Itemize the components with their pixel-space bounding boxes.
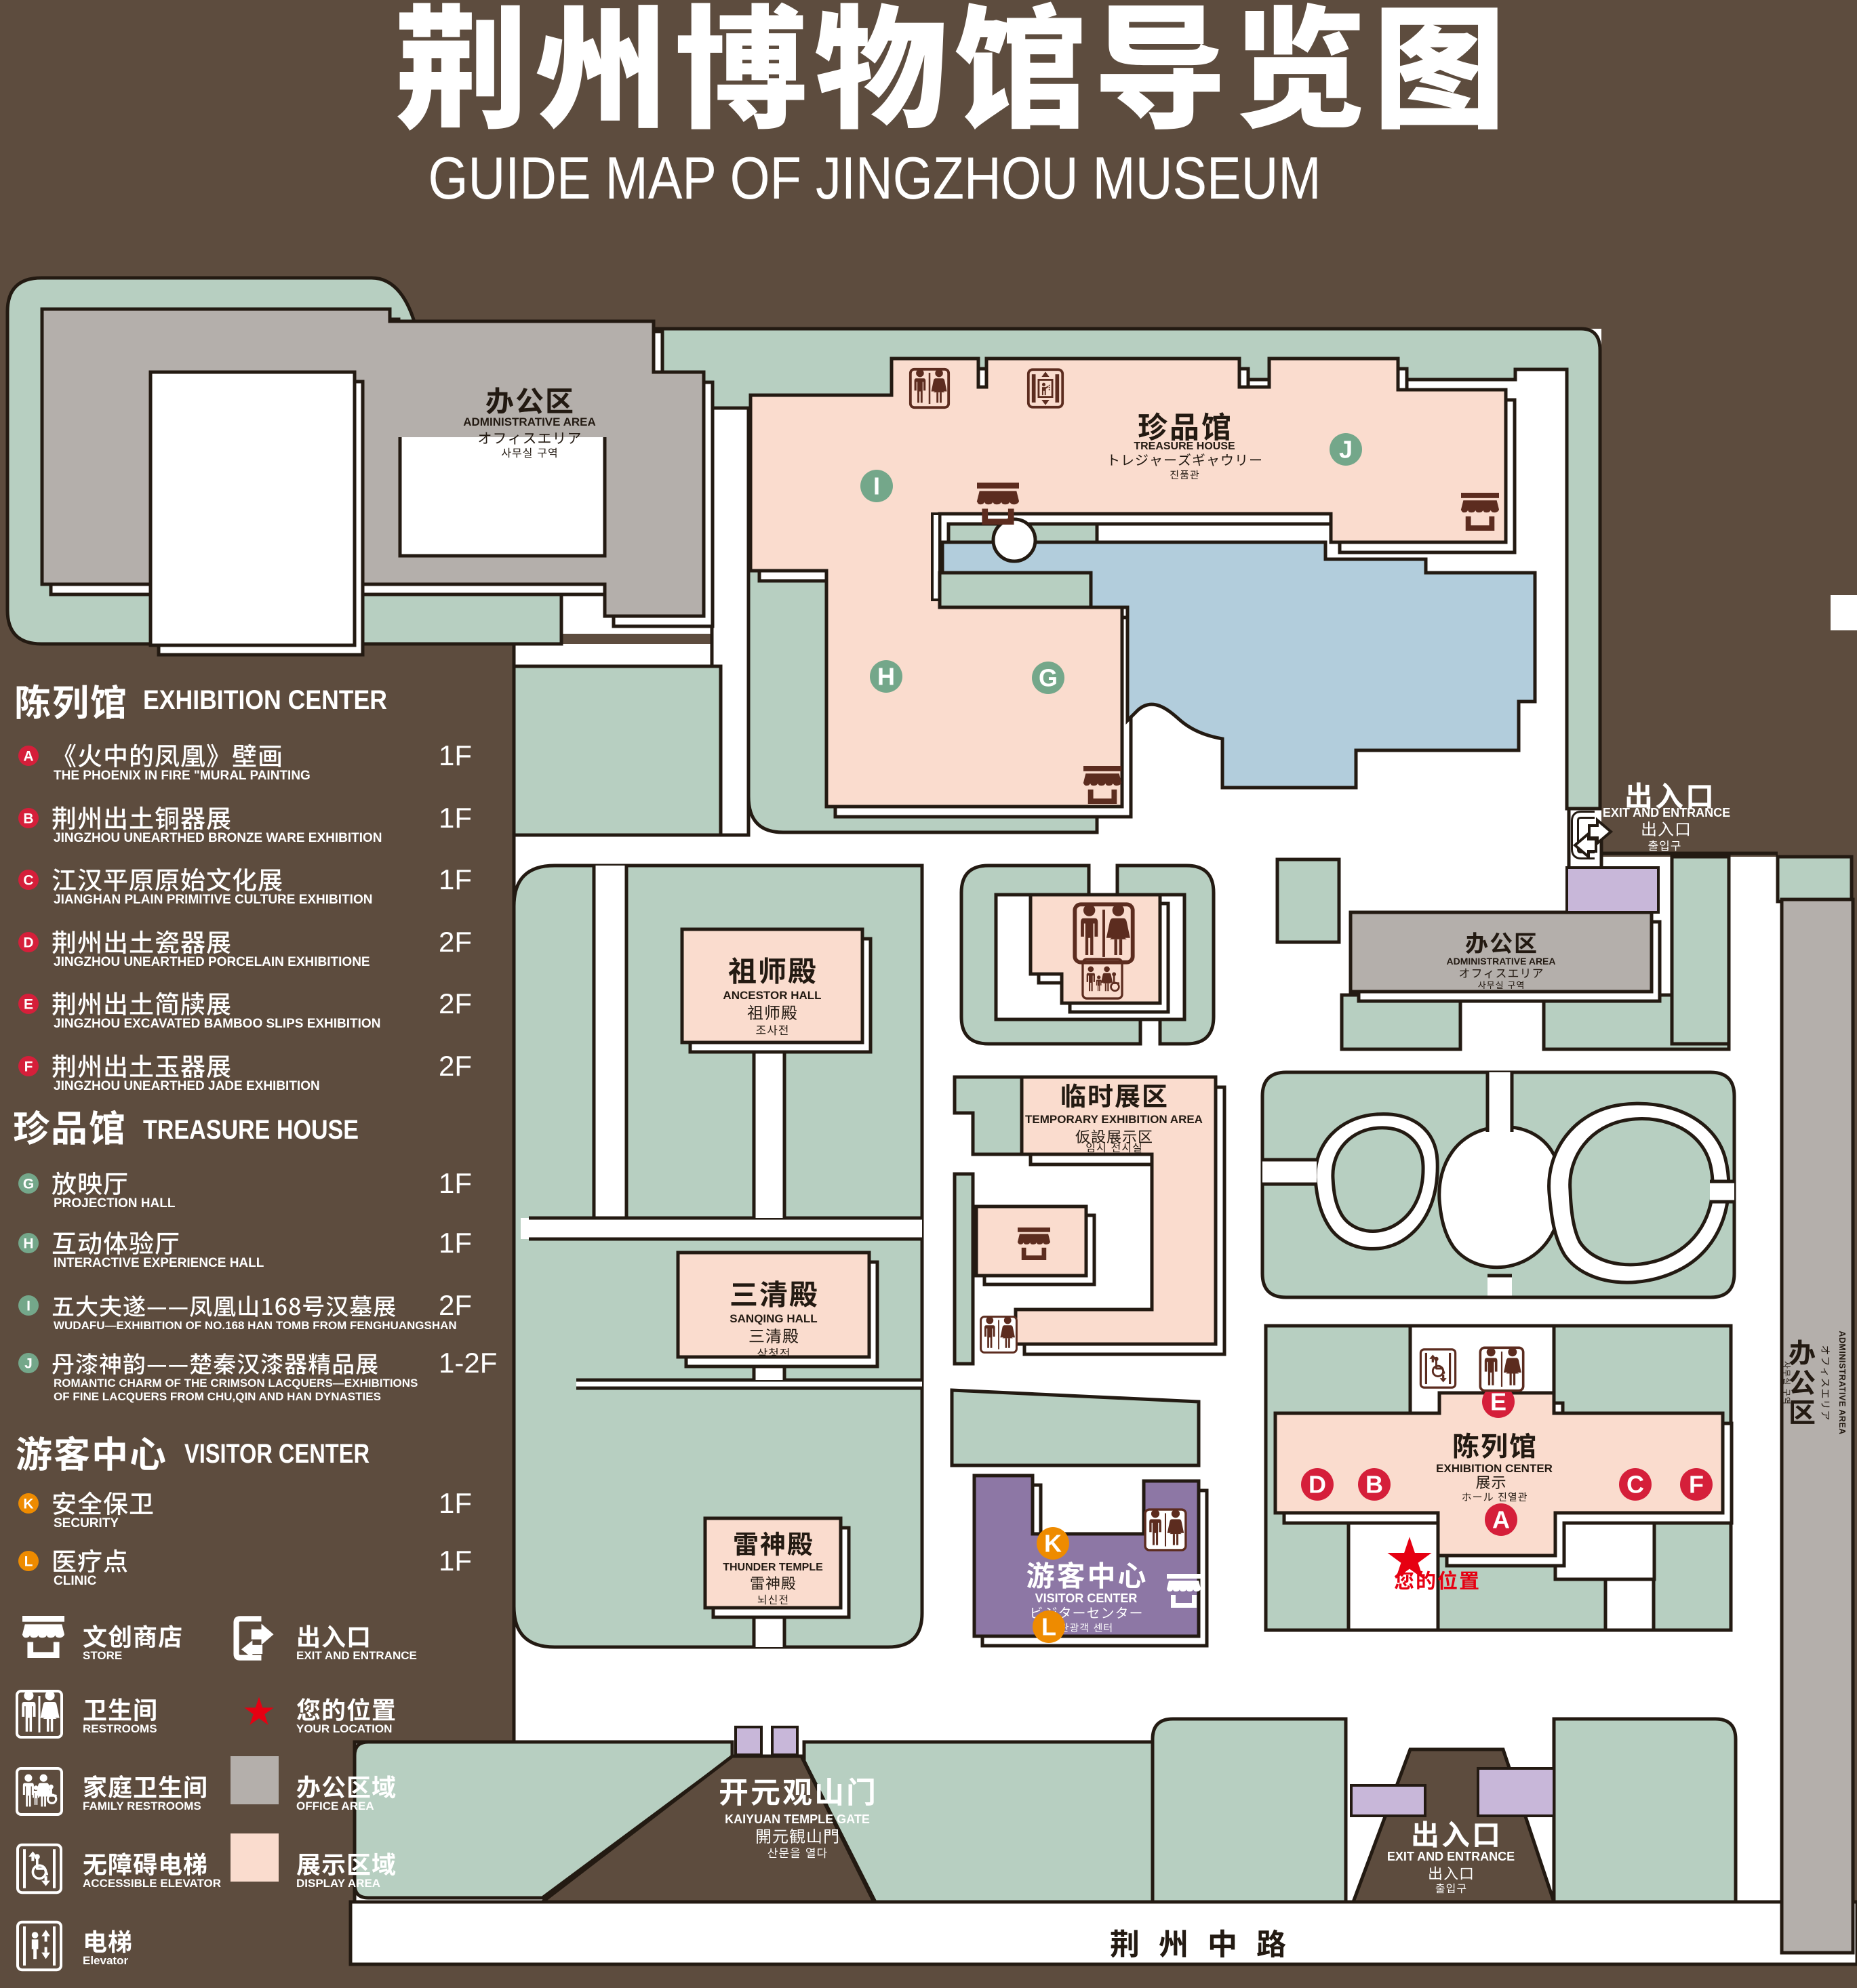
svg-text:JIANGHAN PLAIN PRIMITIVE CULTU: JIANGHAN PLAIN PRIMITIVE CULTURE EXHIBIT… [54, 893, 372, 907]
svg-text:SECURITY: SECURITY [54, 1516, 119, 1530]
svg-text:TREASURE HOUSE: TREASURE HOUSE [1134, 441, 1235, 452]
svg-text:L: L [24, 1554, 33, 1569]
svg-text:B: B [1365, 1471, 1383, 1499]
svg-text:VISITOR CENTER: VISITOR CENTER [1035, 1591, 1138, 1605]
svg-text:TREASURE HOUSE: TREASURE HOUSE [143, 1115, 359, 1145]
svg-text:1F: 1F [439, 802, 472, 834]
svg-text:EXHIBITION CENTER: EXHIBITION CENTER [1436, 1462, 1553, 1475]
svg-text:2F: 2F [439, 1050, 472, 1082]
svg-text:EXHIBITION CENTER: EXHIBITION CENTER [143, 685, 387, 715]
svg-text:Elevator: Elevator [83, 1954, 128, 1967]
svg-text:J: J [1339, 436, 1353, 464]
svg-text:2F: 2F [439, 988, 472, 1019]
svg-text:H: H [23, 1236, 33, 1251]
svg-text:GUIDE MAP OF JINGZHOU MUSEUM: GUIDE MAP OF JINGZHOU MUSEUM [428, 144, 1321, 211]
svg-text:YOUR LOCATION: YOUR LOCATION [296, 1722, 392, 1735]
svg-text:1F: 1F [439, 1167, 472, 1199]
svg-text:K: K [23, 1496, 33, 1512]
svg-text:JINGZHOU UNEARTHED BRONZE WARE: JINGZHOU UNEARTHED BRONZE WARE EXHIBITIO… [54, 831, 382, 845]
svg-text:G: G [1039, 664, 1058, 692]
svg-text:INTERACTIVE EXPERIENCE HALL: INTERACTIVE EXPERIENCE HALL [54, 1256, 264, 1270]
svg-text:ACCESSIBLE ELEVATOR: ACCESSIBLE ELEVATOR [83, 1877, 221, 1890]
svg-text:STORE: STORE [83, 1649, 122, 1662]
svg-text:EXIT AND ENTRANCE: EXIT AND ENTRANCE [1387, 1850, 1515, 1863]
svg-text:1F: 1F [439, 739, 472, 771]
svg-text:JINGZHOU UNEARTHED JADE EXHIBI: JINGZHOU UNEARTHED JADE EXHIBITION [54, 1079, 320, 1093]
svg-text:ADMINISTRATIVE AREA: ADMINISTRATIVE AREA [463, 415, 596, 428]
svg-text:FAMILY RESTROOMS: FAMILY RESTROOMS [83, 1800, 201, 1812]
svg-text:J: J [24, 1356, 33, 1371]
svg-text:DISPLAY AREA: DISPLAY AREA [296, 1877, 380, 1890]
svg-text:EXIT AND ENTRANCE: EXIT AND ENTRANCE [1603, 806, 1730, 819]
svg-text:THE PHOENIX IN FIRE "MURAL PAI: THE PHOENIX IN FIRE "MURAL PAINTING [54, 769, 311, 783]
svg-text:TEMPORARY EXHIBITION AREA: TEMPORARY EXHIBITION AREA [1025, 1113, 1203, 1126]
svg-text:2F: 2F [439, 1289, 472, 1321]
svg-text:VISITOR CENTER: VISITOR CENTER [184, 1439, 370, 1469]
svg-text:KAIYUAN TEMPLE GATE: KAIYUAN TEMPLE GATE [725, 1812, 870, 1826]
svg-text:A: A [23, 748, 33, 764]
svg-text:RESTROOMS: RESTROOMS [83, 1722, 157, 1735]
svg-text:1F: 1F [439, 864, 472, 895]
svg-text:WUDAFU—EXHIBITION OF NO.168 HA: WUDAFU—EXHIBITION OF NO.168 HAN TOMB FRO… [54, 1319, 457, 1332]
svg-text:I: I [26, 1298, 31, 1314]
svg-text:C: C [1626, 1471, 1644, 1499]
svg-text:ANCESTOR HALL: ANCESTOR HALL [723, 989, 821, 1002]
svg-text:THUNDER TEMPLE: THUNDER TEMPLE [723, 1562, 823, 1573]
svg-text:2F: 2F [439, 926, 472, 958]
svg-text:D: D [1309, 1471, 1326, 1499]
svg-text:F: F [24, 1059, 33, 1074]
svg-text:D: D [23, 935, 33, 950]
svg-text:1F: 1F [439, 1545, 472, 1577]
svg-text:EXIT AND ENTRANCE: EXIT AND ENTRANCE [296, 1649, 417, 1662]
svg-text:JINGZHOU UNEARTHED PORCELAIN E: JINGZHOU UNEARTHED PORCELAIN EXHIBITIONE [54, 955, 370, 969]
svg-text:OF FINE LACQUERS FROM CHU,QIN: OF FINE LACQUERS FROM CHU,QIN AND HAN DY… [54, 1390, 381, 1403]
svg-text:B: B [23, 811, 33, 826]
svg-text:1F: 1F [439, 1227, 472, 1259]
svg-text:1F: 1F [439, 1487, 472, 1519]
svg-text:L: L [1041, 1613, 1056, 1641]
svg-text:1-2F: 1-2F [439, 1347, 497, 1379]
svg-text:CLINIC: CLINIC [54, 1574, 97, 1588]
svg-text:ADMINISTRATIVE AREA: ADMINISTRATIVE AREA [1837, 1331, 1847, 1434]
svg-text:PROJECTION HALL: PROJECTION HALL [54, 1196, 176, 1211]
svg-text:C: C [23, 872, 33, 888]
svg-text:ROMANTIC CHARM OF THE CRIMSON: ROMANTIC CHARM OF THE CRIMSON LACQUERS—E… [54, 1377, 418, 1389]
svg-text:ADMINISTRATIVE AREA: ADMINISTRATIVE AREA [1447, 956, 1556, 967]
svg-text:H: H [877, 663, 895, 691]
svg-text:SANQING HALL: SANQING HALL [730, 1312, 817, 1325]
svg-text:G: G [23, 1176, 34, 1192]
svg-text:OFFICE AREA: OFFICE AREA [296, 1800, 374, 1812]
svg-text:I: I [873, 472, 880, 500]
svg-text:F: F [1689, 1471, 1704, 1499]
svg-text:JINGZHOU EXCAVATED BAMBOO SLIP: JINGZHOU EXCAVATED BAMBOO SLIPS EXHIBITI… [54, 1017, 380, 1031]
svg-text:E: E [24, 996, 33, 1012]
svg-text:K: K [1044, 1530, 1062, 1558]
svg-text:E: E [1490, 1388, 1506, 1416]
svg-text:A: A [1492, 1506, 1510, 1534]
